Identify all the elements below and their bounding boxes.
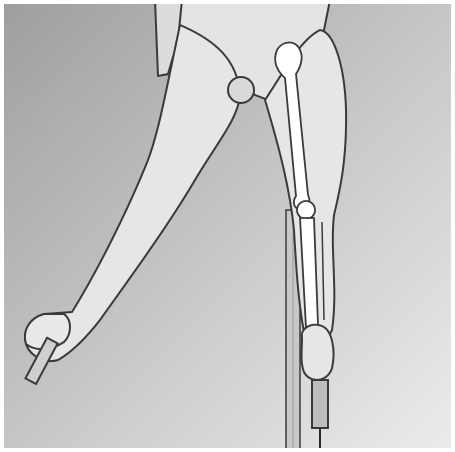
ankle-attachment <box>312 380 328 428</box>
standing-foot <box>302 325 334 380</box>
knee-cap <box>297 201 315 219</box>
hip-roller <box>228 77 254 103</box>
